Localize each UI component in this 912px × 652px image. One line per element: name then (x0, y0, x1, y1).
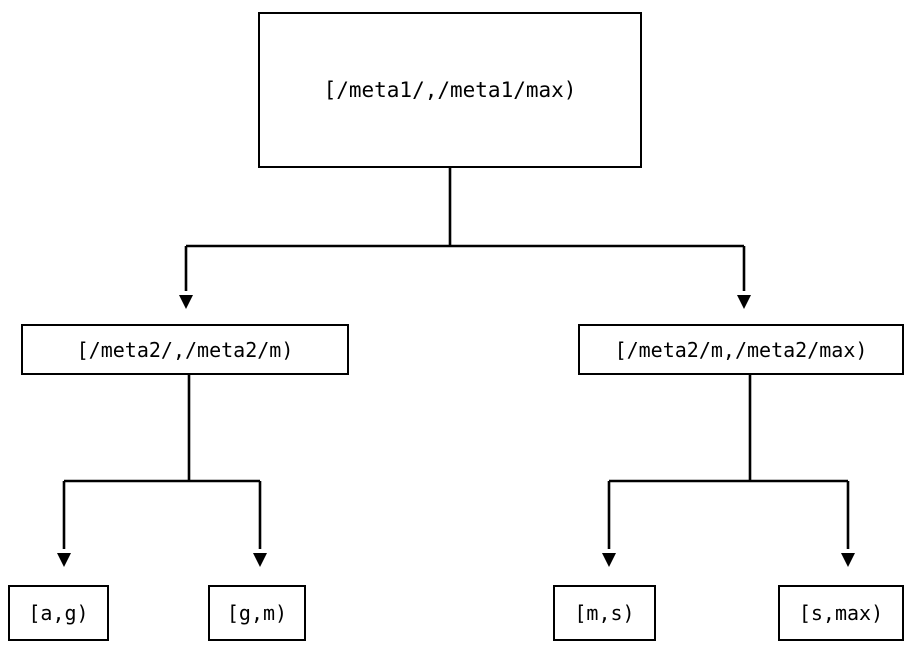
node-level2-left[interactable]: [/meta2/,/meta2/m) (21, 324, 349, 375)
arrowhead-icon (737, 295, 751, 309)
arrowhead-icon (57, 553, 71, 567)
edge-root-to-level2 (179, 168, 751, 309)
edge-midright-to-leaves (602, 375, 855, 567)
node-leaf-a-g[interactable]: [a,g) (8, 585, 109, 641)
node-level2-right[interactable]: [/meta2/m,/meta2/max) (578, 324, 904, 375)
node-leaf-g-m[interactable]: [g,m) (208, 585, 306, 641)
node-root[interactable]: [/meta1/,/meta1/max) (258, 12, 642, 168)
arrowhead-icon (253, 553, 267, 567)
arrowhead-icon (179, 295, 193, 309)
edge-midleft-to-leaves (57, 375, 267, 567)
node-leaf-s-max[interactable]: [s,max) (778, 585, 904, 641)
arrowhead-icon (841, 553, 855, 567)
arrowhead-icon (602, 553, 616, 567)
node-leaf-m-s[interactable]: [m,s) (553, 585, 656, 641)
